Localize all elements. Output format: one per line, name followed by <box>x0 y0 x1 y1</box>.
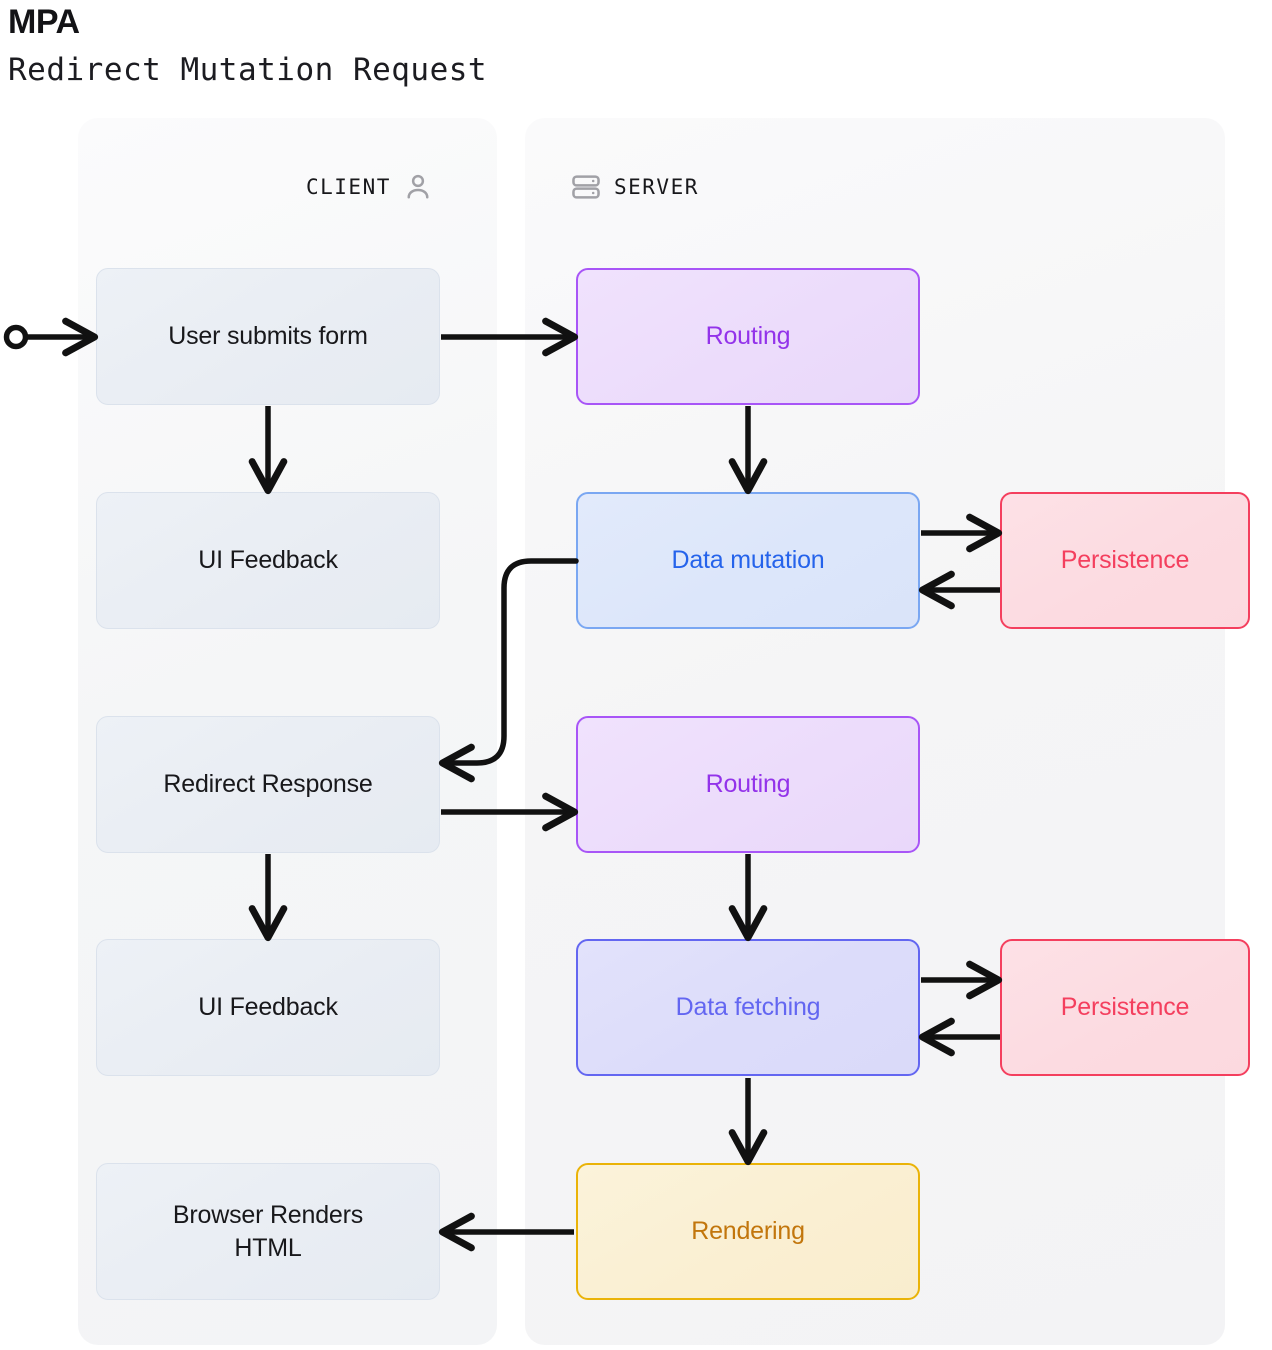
node-label: Redirect Response <box>163 770 373 798</box>
client-column-header: CLIENT <box>306 170 433 204</box>
node-rendering[interactable]: Rendering <box>576 1163 920 1300</box>
node-label: UI Feedback <box>198 993 338 1021</box>
node-label-wrap: Browser Renders HTML <box>173 1199 363 1265</box>
node-label: UI Feedback <box>198 546 338 574</box>
node-routing-2[interactable]: Routing <box>576 716 920 853</box>
node-ui-feedback-2[interactable]: UI Feedback <box>96 939 440 1076</box>
page-title: MPA <box>8 3 80 41</box>
client-column-label: CLIENT <box>306 175 391 199</box>
edge-start-marker <box>3 324 29 350</box>
node-label: Routing <box>705 770 791 798</box>
node-label: Persistence <box>1060 546 1190 574</box>
node-label: Persistence <box>1060 993 1190 1021</box>
node-label: User submits form <box>168 322 368 350</box>
page-subtitle: Redirect Mutation Request <box>8 52 488 88</box>
node-data-fetching[interactable]: Data fetching <box>576 939 920 1076</box>
node-browser-renders-html[interactable]: Browser Renders HTML <box>96 1163 440 1300</box>
person-icon <box>403 172 433 202</box>
server-icon <box>570 171 602 203</box>
node-user-submits-form[interactable]: User submits form <box>96 268 440 405</box>
node-ui-feedback-1[interactable]: UI Feedback <box>96 492 440 629</box>
server-column-label: SERVER <box>614 175 699 199</box>
node-redirect-response[interactable]: Redirect Response <box>96 716 440 853</box>
node-label-line2: HTML <box>234 1233 302 1262</box>
node-routing-1[interactable]: Routing <box>576 268 920 405</box>
node-label: Rendering <box>691 1217 805 1245</box>
node-persistence-1[interactable]: Persistence <box>1000 492 1250 629</box>
node-label: Data fetching <box>675 993 821 1021</box>
node-persistence-2[interactable]: Persistence <box>1000 939 1250 1076</box>
node-label: Routing <box>705 322 791 350</box>
node-label: Data mutation <box>671 546 825 574</box>
node-data-mutation[interactable]: Data mutation <box>576 492 920 629</box>
server-column-header: SERVER <box>570 170 699 204</box>
node-label-line1: Browser Renders <box>172 1200 364 1229</box>
